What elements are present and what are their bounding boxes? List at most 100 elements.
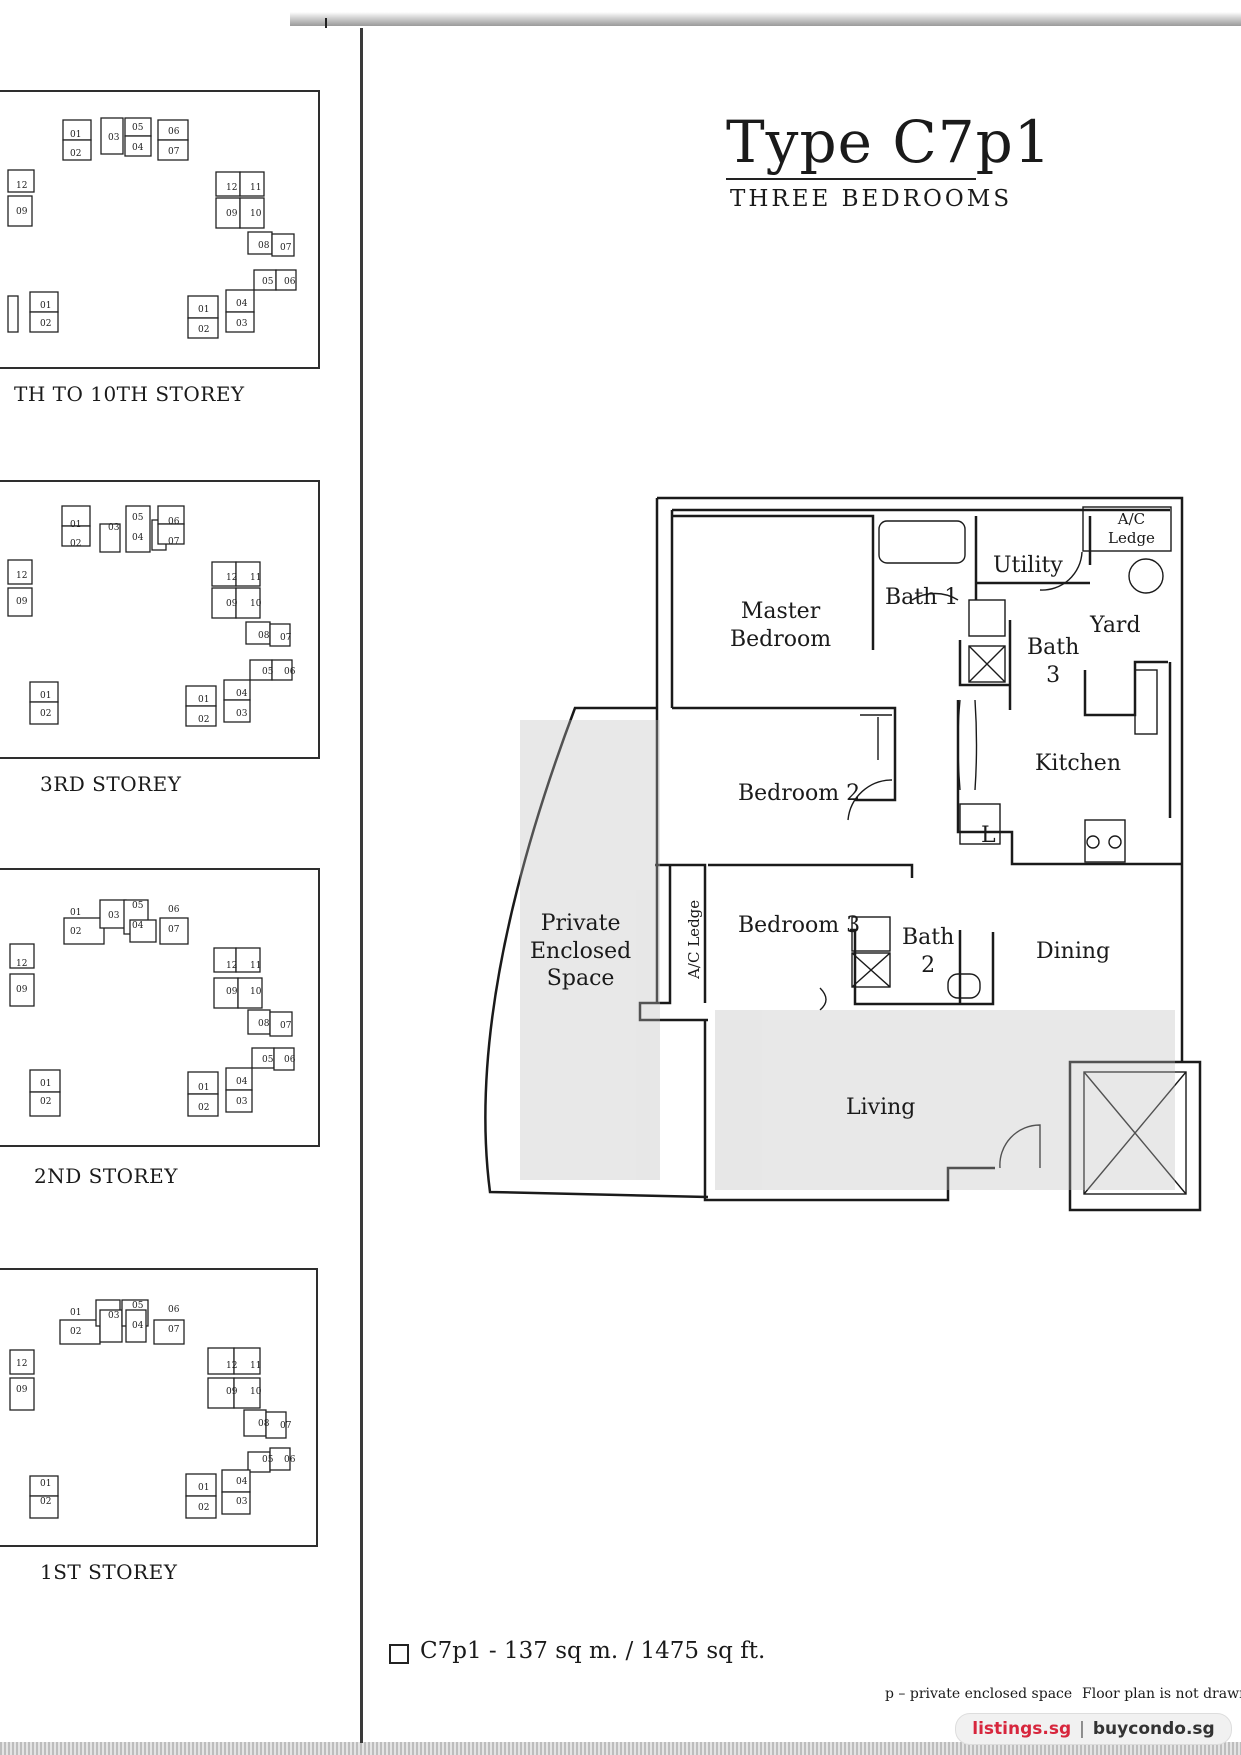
unit-number-label: 03: [108, 1311, 120, 1321]
key-plan-label: 2ND STOREY: [34, 1164, 178, 1188]
unit-number-label: 12: [16, 181, 27, 191]
unit-number-label: 05: [262, 667, 274, 677]
unit-number-label: 03: [236, 1497, 248, 1507]
unit-number-label: 09: [226, 1387, 238, 1397]
page-divider: [360, 28, 363, 1743]
unit-number-label: 06: [284, 1455, 296, 1465]
unit-number-label: 07: [280, 243, 292, 253]
unit-number-label: 02: [40, 709, 51, 719]
unit-number-label: 05: [132, 901, 144, 911]
unit-number-label: 12: [226, 573, 237, 583]
unit-number-label: 04: [132, 533, 144, 543]
unit-number-label: 04: [132, 921, 144, 931]
unit-number-label: 01: [40, 301, 51, 311]
unit-number-label: 02: [70, 927, 81, 937]
unit-number-label: 09: [226, 599, 238, 609]
room-yard: Yard: [1090, 613, 1141, 638]
room-bath-2: Bath 2: [902, 925, 955, 978]
unit-number-label: 06: [284, 277, 296, 287]
unit-number-label: 07: [280, 633, 292, 643]
room-bath-1: Bath 1: [885, 585, 959, 610]
unit-number-label: 01: [70, 130, 81, 140]
unit-number-label: 06: [284, 667, 296, 677]
unit-number-label: 08: [258, 241, 270, 251]
unit-number-label: 03: [108, 911, 120, 921]
room-living: Living: [846, 1095, 916, 1120]
unit-number-label: 07: [168, 1325, 180, 1335]
unit-number-label: 09: [226, 987, 238, 997]
unit-number-label: 12: [16, 959, 27, 969]
unit-number-label: 04: [132, 143, 144, 153]
unit-number-label: 03: [236, 709, 248, 719]
room-private-enclosed-space: Private Enclosed Space: [530, 911, 632, 991]
unit-number-label: 09: [16, 985, 28, 995]
title-underline: [726, 178, 976, 180]
unit-number-label: 03: [236, 319, 248, 329]
unit-number-label: 02: [198, 715, 209, 725]
watermark-site-1[interactable]: listings.sg: [972, 1719, 1072, 1739]
unit-number-label: 02: [198, 1503, 209, 1513]
scan-bottom-edge: [0, 1742, 1241, 1755]
unit-number-label: 06: [168, 905, 180, 915]
unit-number-label: 01: [40, 1479, 51, 1489]
unit-number-label: 05: [132, 123, 144, 133]
unit-number-label: 06: [168, 127, 180, 137]
unit-number-label: 12: [226, 961, 237, 971]
unit-number-label: 10: [250, 209, 262, 219]
unit-number-label: 05: [262, 277, 274, 287]
page-subtitle: THREE BEDROOMS: [730, 186, 1013, 212]
unit-number-label: 06: [168, 1305, 180, 1315]
unit-number-label: 09: [16, 207, 28, 217]
key-plan-label: 1ST STOREY: [40, 1560, 178, 1584]
room-bedroom-3: Bedroom 3: [738, 913, 861, 938]
unit-number-label: 07: [168, 537, 180, 547]
room-kitchen: Kitchen: [1035, 751, 1121, 776]
unit-number-label: 07: [280, 1021, 292, 1031]
unit-number-label: 12: [226, 183, 237, 193]
room-bath-3: Bath 3: [1027, 635, 1080, 688]
unit-number-label: 11: [250, 1361, 261, 1371]
key-plan-label: 3RD STOREY: [40, 772, 182, 796]
unit-number-label: 02: [40, 1097, 51, 1107]
unit-number-label: 02: [70, 1327, 81, 1337]
room-l-mark: L: [981, 823, 996, 848]
unit-number-label: 02: [40, 1497, 51, 1507]
unit-number-label: 11: [250, 183, 261, 193]
room-utility: Utility: [993, 553, 1063, 578]
unit-number-label: 09: [16, 597, 28, 607]
unit-number-label: 09: [16, 1385, 28, 1395]
unit-number-label: 10: [250, 599, 262, 609]
room-master-bedroom: Master Bedroom: [730, 599, 832, 652]
unit-number-label: 12: [16, 1359, 27, 1369]
note-scale: Floor plan is not drawn t: [1082, 1686, 1241, 1702]
unit-number-label: 04: [132, 1321, 144, 1331]
note-private-enclosed: p – private enclosed space: [885, 1686, 1073, 1702]
unit-number-label: 05: [262, 1055, 274, 1065]
unit-number-label: 04: [236, 689, 248, 699]
unit-number-label: 06: [168, 517, 180, 527]
unit-number-label: 02: [198, 325, 209, 335]
unit-number-label: 08: [258, 631, 270, 641]
unit-number-label: 03: [108, 133, 120, 143]
unit-number-label: 08: [258, 1019, 270, 1029]
unit-number-label: 12: [226, 1361, 237, 1371]
unit-number-label: 10: [250, 987, 262, 997]
legend-checkbox: [389, 1644, 409, 1664]
watermark-site-2[interactable]: buycondo.sg: [1092, 1719, 1215, 1739]
page-title: Type C7p1: [726, 108, 1052, 176]
watermark-badge[interactable]: listings.sg | buycondo.sg: [955, 1713, 1232, 1745]
unit-number-label: 04: [236, 299, 248, 309]
unit-number-label: 01: [70, 520, 81, 530]
unit-number-label: 11: [250, 961, 261, 971]
unit-number-label: 05: [262, 1455, 274, 1465]
unit-number-label: 03: [108, 523, 120, 533]
room-ac-ledge-side: A/C Ledge: [685, 899, 704, 979]
